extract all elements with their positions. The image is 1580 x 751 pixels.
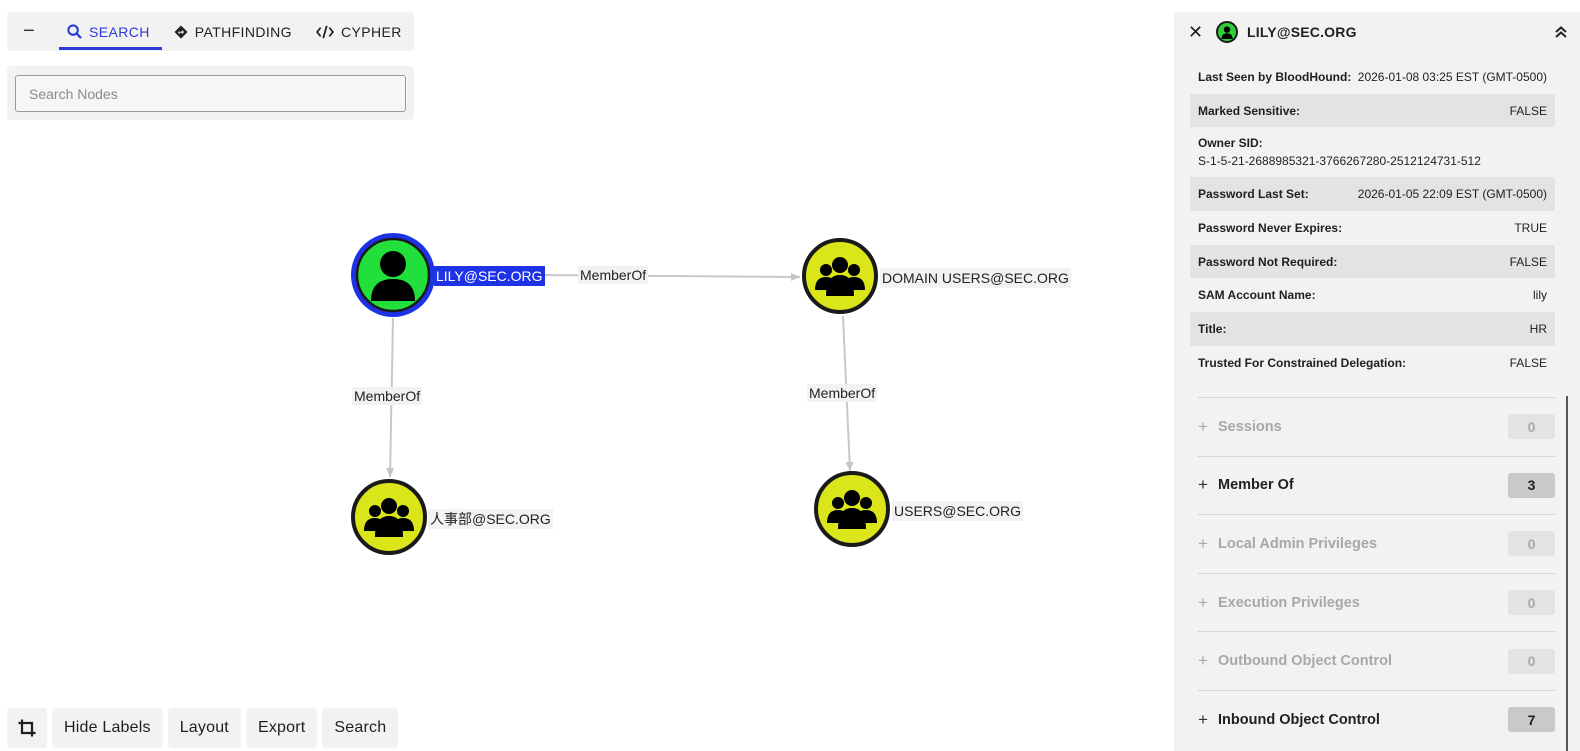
property-row: Password Never Expires: TRUE — [1190, 211, 1555, 245]
entity-panel-header: ✕ LILY@SEC.ORG — [1174, 12, 1580, 52]
section-label: Inbound Object Control — [1218, 711, 1380, 728]
graph-canvas[interactable]: MemberOf MemberOf MemberOf LILY@SEC.ORG … — [0, 0, 1170, 700]
property-key: Password Last Set: — [1198, 187, 1309, 202]
plus-icon: + — [1198, 592, 1208, 612]
property-value: FALSE — [1509, 355, 1547, 370]
count-badge: 7 — [1508, 707, 1555, 733]
group-icon — [364, 498, 414, 537]
search-nodes-input[interactable] — [15, 75, 406, 112]
count-badge: 0 — [1508, 531, 1555, 557]
search-icon — [67, 24, 82, 39]
node-domain-users[interactable] — [802, 238, 878, 314]
section-member-of[interactable]: + Member Of 3 — [1198, 455, 1555, 515]
section-label: Member Of — [1218, 477, 1294, 494]
property-value: 2026-01-08 03:25 EST (GMT-0500) — [1357, 69, 1547, 84]
export-button[interactable]: Export — [245, 708, 318, 748]
user-avatar-icon — [1216, 21, 1238, 43]
property-key: SAM Account Name: — [1198, 288, 1316, 303]
node-lily[interactable] — [351, 233, 435, 317]
tab-search-label: SEARCH — [89, 23, 150, 40]
property-key: Last Seen by BloodHound: — [1198, 69, 1352, 84]
plus-icon: + — [1198, 533, 1208, 553]
user-icon — [371, 251, 415, 301]
section-label: Execution Privileges — [1218, 594, 1360, 611]
property-row: Password Last Set: 2026-01-05 22:09 EST … — [1190, 177, 1555, 212]
property-row: SAM Account Name: lily — [1190, 278, 1555, 312]
graph-toolbar: Hide Labels Layout Export Search — [7, 708, 399, 748]
tab-pathfinding[interactable]: PATHFINDING — [162, 12, 304, 51]
panel-scrollbar[interactable] — [1566, 396, 1568, 751]
hide-labels-button[interactable]: Hide Labels — [52, 708, 163, 748]
property-key: Owner SID: — [1198, 136, 1263, 151]
node-label-users[interactable]: USERS@SEC.ORG — [892, 501, 1024, 521]
crop-icon — [18, 719, 36, 737]
section-label: Sessions — [1218, 418, 1282, 435]
close-icon[interactable]: ✕ — [1188, 21, 1204, 42]
plus-icon: + — [1198, 475, 1208, 495]
group-icon — [815, 257, 865, 296]
section-sessions[interactable]: + Sessions 0 — [1198, 397, 1555, 456]
property-value: FALSE — [1509, 254, 1547, 269]
plus-icon: + — [1198, 709, 1208, 729]
property-row: Marked Sensitive: FALSE — [1190, 93, 1555, 128]
chevron-double-up-icon[interactable] — [1554, 25, 1568, 39]
group-icon — [827, 490, 877, 529]
count-badge: 0 — [1508, 590, 1555, 616]
node-hr[interactable] — [351, 479, 427, 555]
node-label-domain-users[interactable]: DOMAIN USERS@SEC.ORG — [880, 268, 1071, 288]
edge-label: MemberOf — [807, 384, 878, 402]
property-value: S-1-5-21-2688985321-3766267280-251212473… — [1198, 154, 1481, 169]
edge-label: MemberOf — [352, 387, 423, 405]
property-row: Title: HR — [1190, 312, 1555, 346]
relationship-sections: + Sessions 0 + Member Of 3 + Local Admin… — [1198, 397, 1555, 749]
property-value: lily — [1533, 288, 1547, 303]
search-panel — [7, 66, 414, 120]
property-row: Trusted For Constrained Delegation: FALS… — [1190, 346, 1555, 380]
search-button[interactable]: Search — [322, 708, 399, 748]
plus-icon: + — [1198, 416, 1208, 436]
node-label-lily[interactable]: LILY@SEC.ORG — [434, 266, 545, 286]
property-key: Trusted For Constrained Delegation: — [1198, 355, 1407, 370]
property-row: Last Seen by BloodHound: 2026-01-08 03:2… — [1190, 60, 1555, 94]
code-icon — [315, 25, 334, 38]
section-local-admin-privileges[interactable]: + Local Admin Privileges 0 — [1198, 514, 1555, 573]
tab-cypher[interactable]: CYPHER — [304, 12, 414, 51]
property-value: 2026-01-05 22:09 EST (GMT-0500) — [1357, 187, 1547, 202]
tab-pathfinding-label: PATHFINDING — [194, 23, 292, 40]
property-value: TRUE — [1514, 220, 1547, 235]
count-badge: 3 — [1508, 472, 1555, 498]
section-label: Local Admin Privileges — [1218, 535, 1378, 552]
graph-svg — [351, 233, 890, 555]
property-value: FALSE — [1509, 103, 1547, 118]
search-tabbar: − SEARCH PATHFINDING CYPHER — [7, 12, 414, 51]
property-key: Password Never Expires: — [1198, 220, 1343, 235]
tab-search[interactable]: SEARCH — [55, 12, 162, 51]
property-value: HR — [1529, 321, 1547, 336]
collapse-button[interactable]: − — [23, 20, 35, 42]
property-key: Password Not Required: — [1198, 254, 1338, 269]
count-badge: 0 — [1508, 414, 1555, 440]
crop-button[interactable] — [7, 708, 47, 748]
section-label: Outbound Object Control — [1218, 653, 1392, 670]
edge-label: MemberOf — [578, 266, 649, 284]
node-users[interactable] — [814, 471, 890, 547]
node-label-hr[interactable]: 人事部@SEC.ORG — [428, 509, 553, 529]
count-badge: 0 — [1508, 648, 1555, 674]
section-execution-privileges[interactable]: + Execution Privileges 0 — [1198, 572, 1555, 632]
properties-list: Last Seen by BloodHound: 2026-01-08 03:2… — [1190, 60, 1555, 380]
property-key: Marked Sensitive: — [1198, 103, 1301, 118]
section-outbound-object-control[interactable]: + Outbound Object Control 0 — [1198, 631, 1555, 690]
route-icon — [174, 24, 188, 39]
section-inbound-object-control[interactable]: + Inbound Object Control 7 — [1198, 689, 1555, 749]
property-key: Title: — [1198, 321, 1227, 336]
plus-icon: + — [1198, 651, 1208, 671]
property-row: Owner SID: S-1-5-21-2688985321-376626728… — [1190, 127, 1555, 177]
property-row: Password Not Required: FALSE — [1190, 244, 1555, 279]
tab-cypher-label: CYPHER — [340, 23, 402, 40]
layout-button[interactable]: Layout — [167, 708, 241, 748]
entity-panel: ✕ LILY@SEC.ORG Last Seen by BloodHound: … — [1174, 12, 1580, 751]
entity-title: LILY@SEC.ORG — [1247, 24, 1357, 40]
